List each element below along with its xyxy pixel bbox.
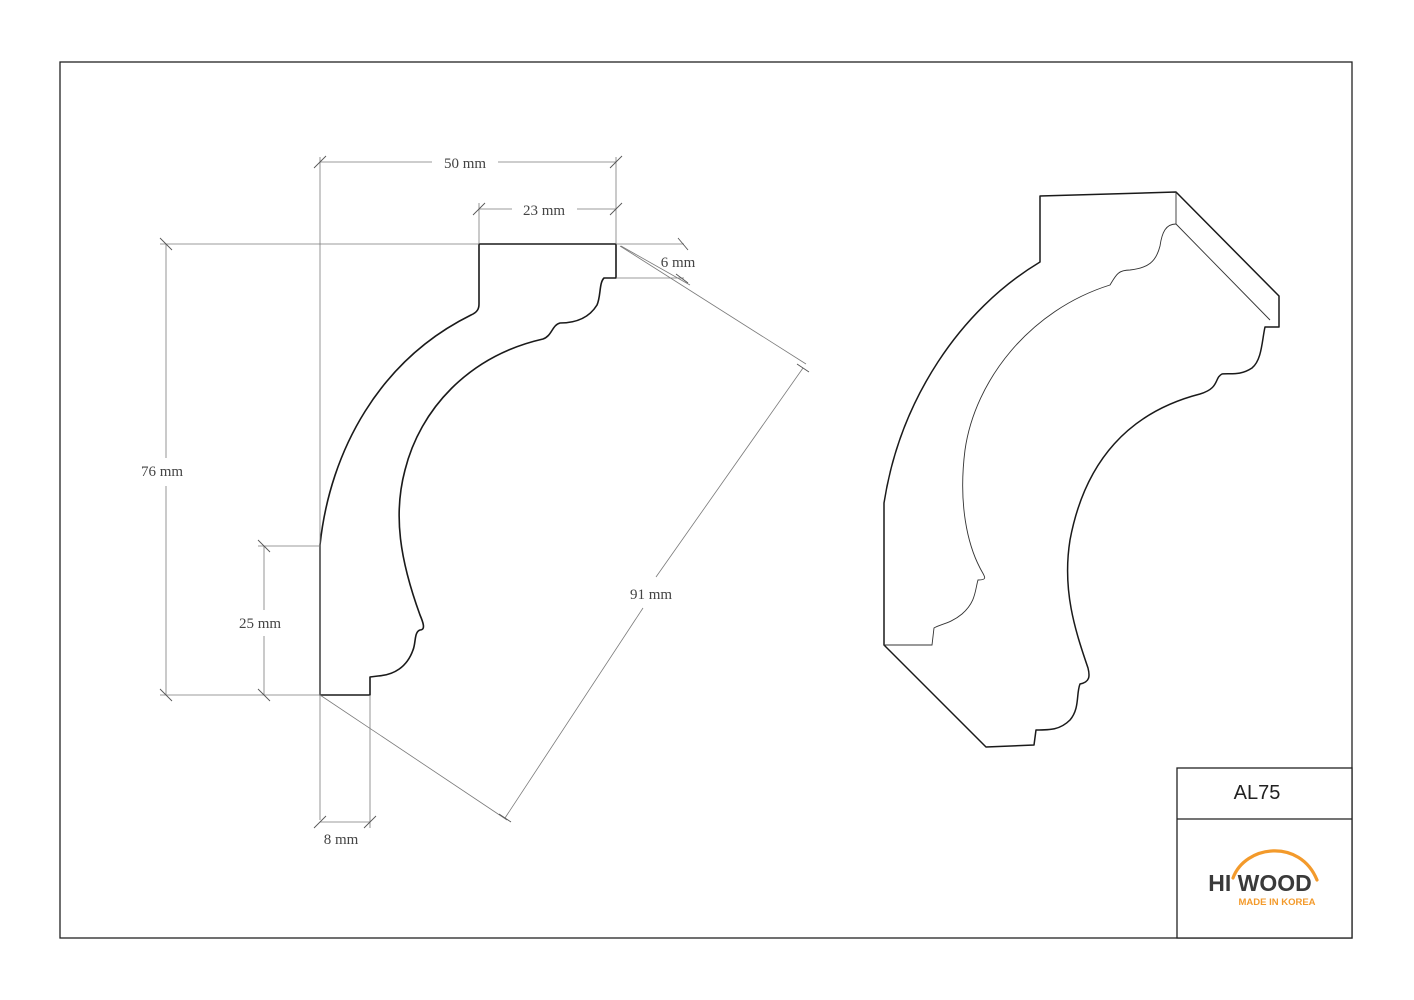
molding-profile	[319, 243, 617, 696]
dim-76mm-label: 76 mm	[141, 464, 183, 480]
dim-8mm-label: 8 mm	[324, 832, 359, 848]
hiwood-logo: HI WOOD MADE IN KOREA	[1208, 849, 1319, 908]
model-code: AL75	[1234, 782, 1281, 804]
isometric-view	[883, 191, 1280, 748]
iso-inner-curve	[884, 223, 1177, 646]
dimension-lines	[159, 155, 810, 829]
title-block: AL75 HI WOOD MADE IN KOREA	[1176, 767, 1353, 939]
dim-23mm-label: 23 mm	[523, 203, 565, 219]
dim-50mm-label: 50 mm	[444, 156, 486, 172]
dim-91mm-label: 91 mm	[630, 587, 672, 603]
iso-front-face	[883, 191, 1280, 748]
sheet-border	[59, 61, 1353, 939]
logo-main-text: HI WOOD	[1208, 870, 1312, 896]
logo-arc-icon	[1231, 849, 1319, 882]
profile-section	[319, 243, 617, 696]
iso-top-end-diag	[1175, 223, 1271, 321]
dim-25mm-label: 25 mm	[239, 616, 281, 632]
dimension-labels: 50 mm 23 mm 6 mm 76 mm 25 mm 8 mm 91 mm	[141, 156, 696, 848]
logo-sub-text: MADE IN KOREA	[1238, 897, 1315, 908]
dim-6mm-label: 6 mm	[661, 255, 696, 271]
